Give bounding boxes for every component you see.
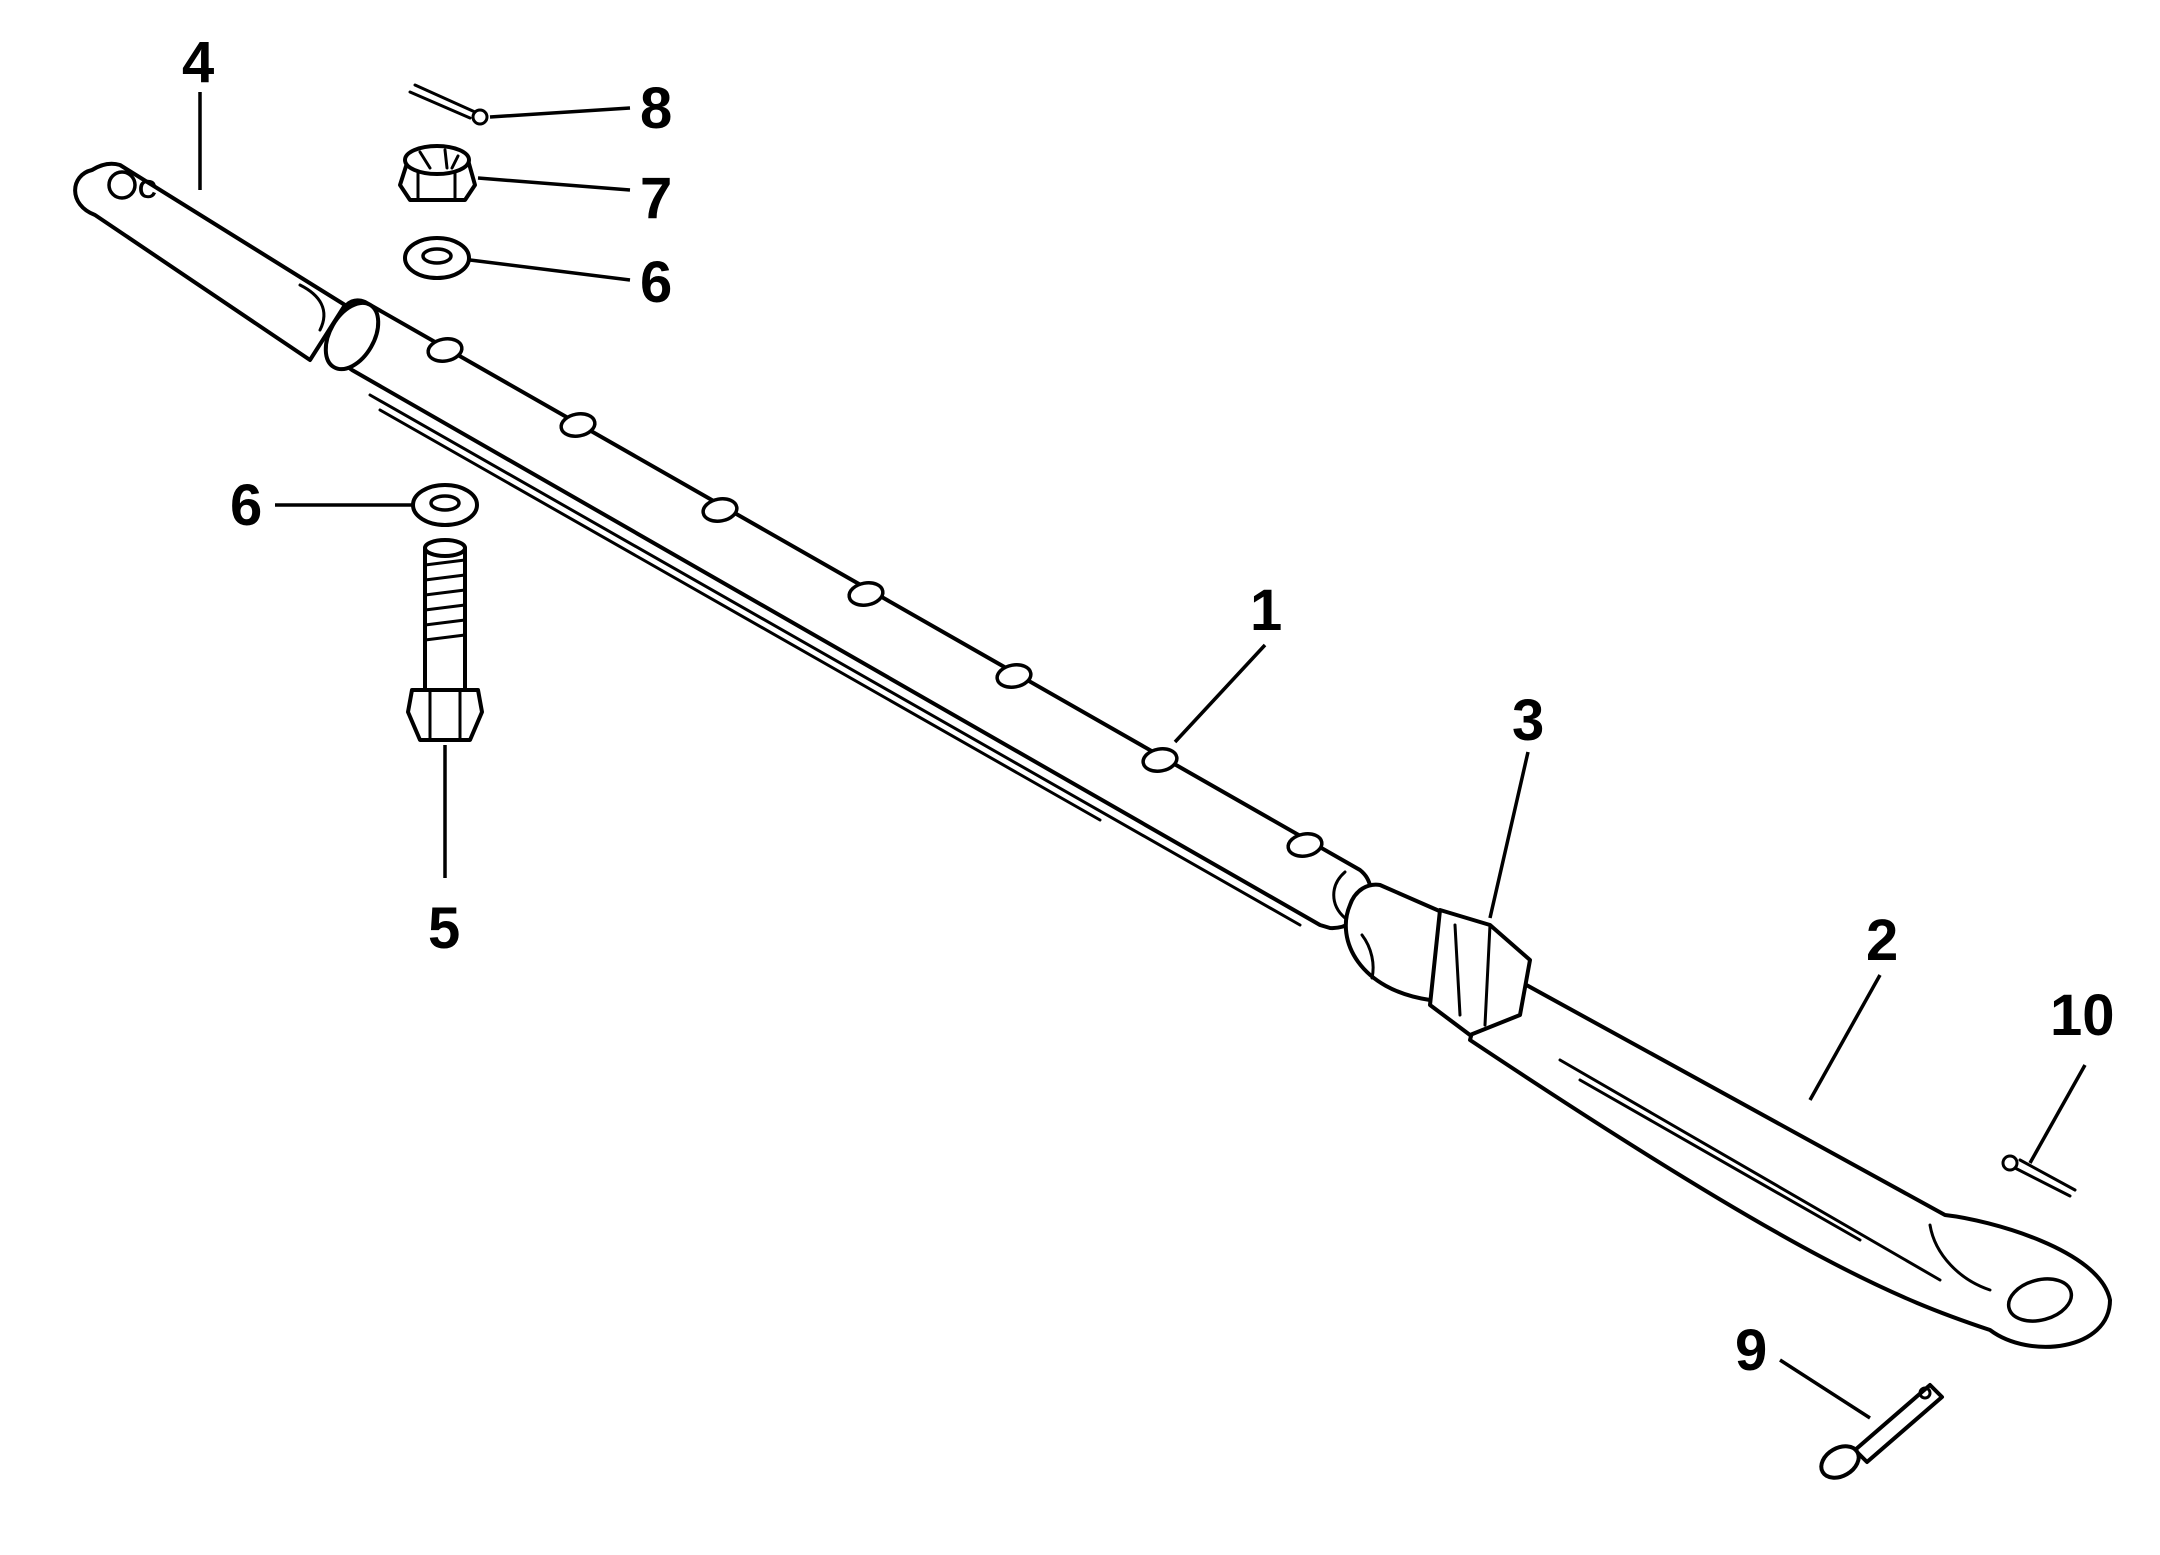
callout-4: 4: [182, 30, 214, 95]
leader-2: [1808, 974, 1882, 1101]
callout-8: 8: [640, 76, 672, 141]
callout-1: 1: [1250, 578, 1282, 643]
part-7-castle-nut: [398, 144, 477, 202]
leader-lines: [198, 92, 2087, 1420]
part-4-rod-end: C: [73, 161, 347, 362]
part-6-washer-top: [403, 236, 471, 280]
callout-6-top: 6: [640, 250, 672, 315]
part-6-washer-bottom: [411, 483, 479, 527]
leader-3: [1488, 751, 1530, 919]
callout-7: 7: [640, 166, 672, 231]
part-3-jam-nut: [1428, 908, 1532, 1037]
leader-8: [489, 106, 631, 119]
part-5-bolt: [406, 538, 484, 742]
part-1-tube: [323, 298, 1373, 931]
leader-7: [477, 176, 631, 192]
callout-5: 5: [428, 896, 460, 961]
part-8-cotter-pin: [408, 83, 489, 126]
callout-2: 2: [1866, 908, 1898, 973]
part-9-clevis-pin: [1819, 1383, 1944, 1480]
callout-numbers: 4 8 7 6 6 5 1 3 2 10 9: [182, 30, 2115, 1383]
leader-9: [1779, 1358, 1871, 1420]
leader-6a: [469, 258, 631, 282]
rod-end-mark: C: [138, 174, 157, 204]
leader-1: [1173, 643, 1267, 744]
callout-9: 9: [1735, 1318, 1767, 1383]
part-10-cotter-pin: [2001, 1154, 2077, 1198]
leader-10: [2028, 1064, 2087, 1164]
callout-6-bottom: 6: [230, 473, 262, 538]
callout-3: 3: [1512, 688, 1544, 753]
callout-10: 10: [2050, 983, 2115, 1048]
